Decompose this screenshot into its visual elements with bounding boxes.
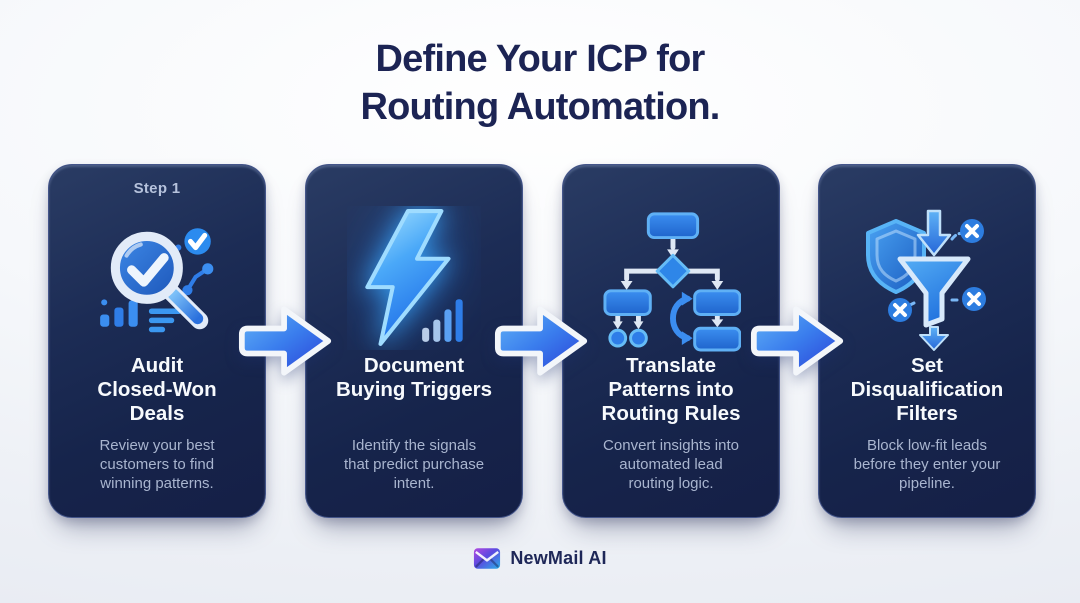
footer-brand: NewMail AI: [0, 546, 1080, 571]
flowchart-icon: [563, 204, 779, 352]
card-title: Document Buying Triggers: [335, 354, 493, 401]
page-title: Define Your ICP for Routing Automation.: [360, 38, 720, 128]
brand-name: NewMail AI: [510, 548, 607, 568]
step-card-audit-closed-won: Step 1: [48, 164, 266, 518]
card-description: Identify the signals that predict purcha…: [343, 437, 485, 492]
arrow-right-icon: [750, 297, 846, 385]
card-title: Audit Closed-Won Deals: [97, 354, 217, 425]
card-title: Set Disqualification Filters: [850, 354, 1004, 425]
step-badge: Step 1: [133, 180, 181, 197]
step-card-buying-triggers: Document Buying Triggers Identify the si…: [305, 164, 523, 518]
audit-magnifier-icon: [49, 204, 265, 352]
card-title: Translate Patterns into Routing Rules: [601, 354, 741, 425]
lightning-bolt-icon: [306, 204, 522, 352]
card-description: Convert insights into automated lead rou…: [603, 437, 739, 492]
arrow-right-icon: [238, 297, 334, 385]
newmail-envelope-icon: [473, 546, 501, 571]
step-badge: [563, 180, 779, 202]
step-card-disqualification-filters: Set Disqualification Filters Block low-f…: [818, 164, 1036, 518]
shield-funnel-icon: [819, 204, 1035, 352]
step-badge: [819, 180, 1035, 202]
arrow-right-icon: [494, 297, 590, 385]
card-description: Review your best customers to find winni…: [99, 437, 215, 492]
card-description: Block low-fit leads before they enter yo…: [853, 437, 1001, 492]
step-card-routing-rules: Translate Patterns into Routing Rules Co…: [562, 164, 780, 518]
step-badge: [306, 180, 522, 202]
